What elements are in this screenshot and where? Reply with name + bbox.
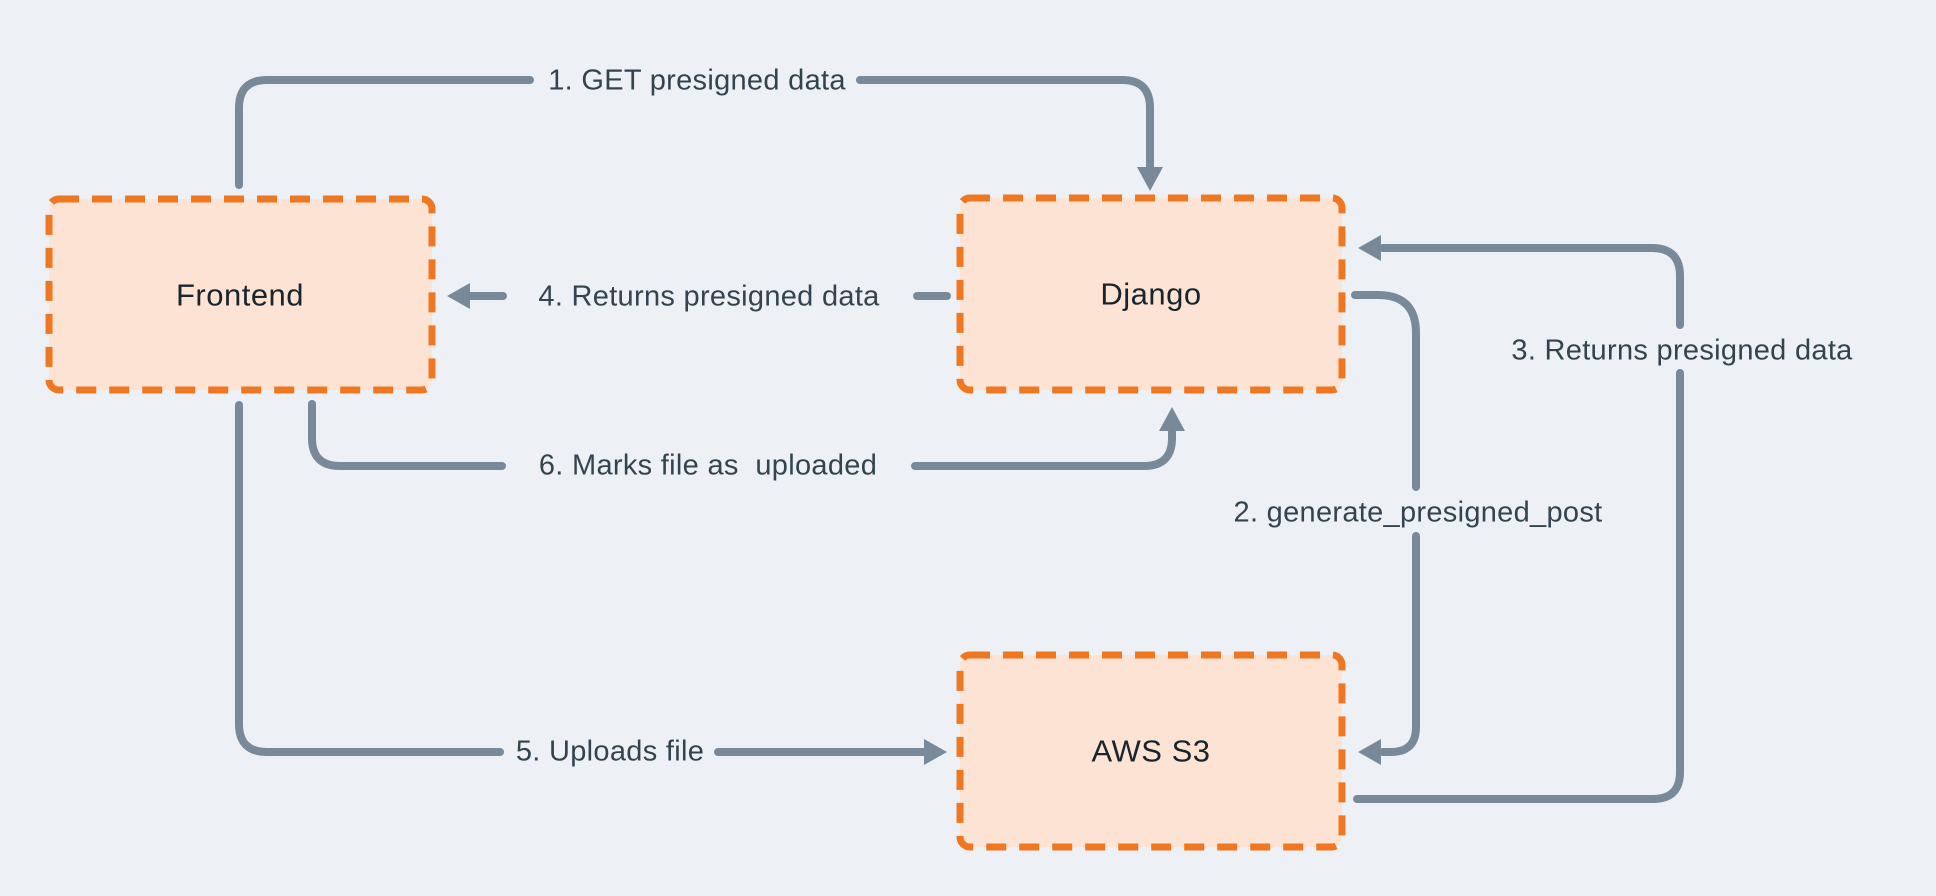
edge-3-line-start — [1353, 369, 1684, 803]
frontend-node-label: Frontend — [175, 277, 305, 313]
edge-2-line-end — [1379, 532, 1420, 756]
aws-s3-node-label: AWS S3 — [1091, 733, 1211, 769]
edge-2-line-start — [1351, 291, 1420, 491]
edge-1-label: 1. GET presigned data — [548, 64, 846, 97]
edge-5-line-start — [235, 401, 504, 756]
edge-2-label: 2. generate_presigned_post — [1233, 496, 1603, 529]
django-node-label: Django — [1100, 276, 1202, 312]
edge-4-label: 4. Returns presigned data — [538, 280, 880, 313]
edge-3-label: 3. Returns presigned data — [1511, 334, 1853, 367]
edge-5-label: 5. Uploads file — [515, 735, 705, 768]
edge-6-label: 6. Marks file as uploaded — [538, 449, 878, 482]
edge-6-line-end — [911, 428, 1176, 470]
edge-1-line-end — [856, 76, 1154, 172]
edge-5-arrowhead-right-icon — [924, 739, 947, 765]
edge-4-arrowhead-left-icon — [447, 283, 470, 309]
edge-2-arrowhead-left-icon — [1358, 739, 1381, 765]
edge-3-arrowhead-left-icon — [1358, 235, 1381, 261]
edge-3-line-end — [1379, 244, 1684, 329]
edge-1-arrowhead-down-icon — [1137, 167, 1163, 191]
edge-6-arrowhead-up-icon — [1159, 407, 1185, 431]
frontend-node-box — [45, 195, 436, 394]
aws-s3-node-box — [956, 651, 1346, 851]
django-node-box — [956, 194, 1346, 394]
edge-6-line-start — [308, 400, 506, 470]
edge-1-line-start — [235, 76, 534, 189]
